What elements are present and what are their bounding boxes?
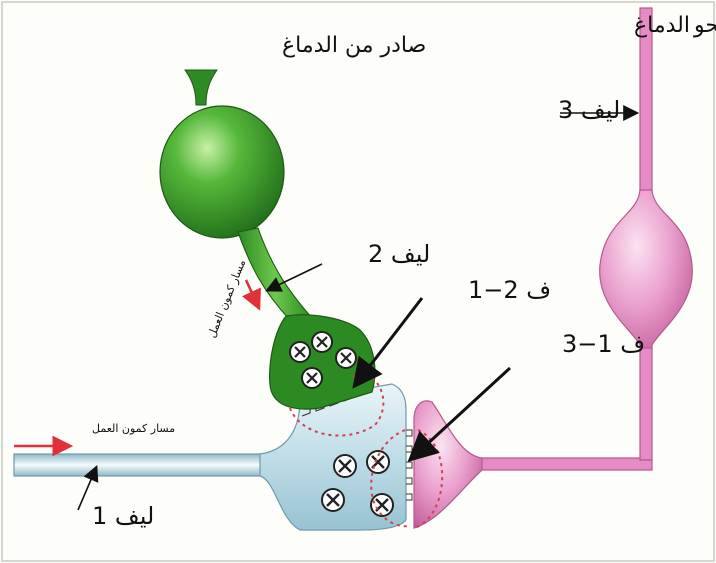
label-synapse-2-1: ف 2−1 (468, 276, 551, 304)
label-to-brain-1: نـحو (693, 13, 716, 38)
label-fiber-1: ليف 1 (92, 502, 154, 530)
action-potential-arrow-vertical (246, 280, 258, 306)
label-action-potential-path-vertical: مسار كمون العمل (205, 258, 248, 340)
pink-neuron (414, 8, 692, 528)
label-synapse-1-3: ف 1−3 (562, 330, 645, 358)
green-neuron (160, 70, 375, 409)
label-from-brain: صادر من الدماغ (282, 33, 426, 58)
label-to-brain-2: الدماغ (634, 13, 690, 38)
label-fiber-3: ليف 3 (558, 96, 620, 124)
label-action-potential-path: مسار كمون العمل (92, 422, 175, 435)
label-fiber-2: ليف 2 (368, 240, 430, 268)
blue-neuron (14, 384, 412, 530)
